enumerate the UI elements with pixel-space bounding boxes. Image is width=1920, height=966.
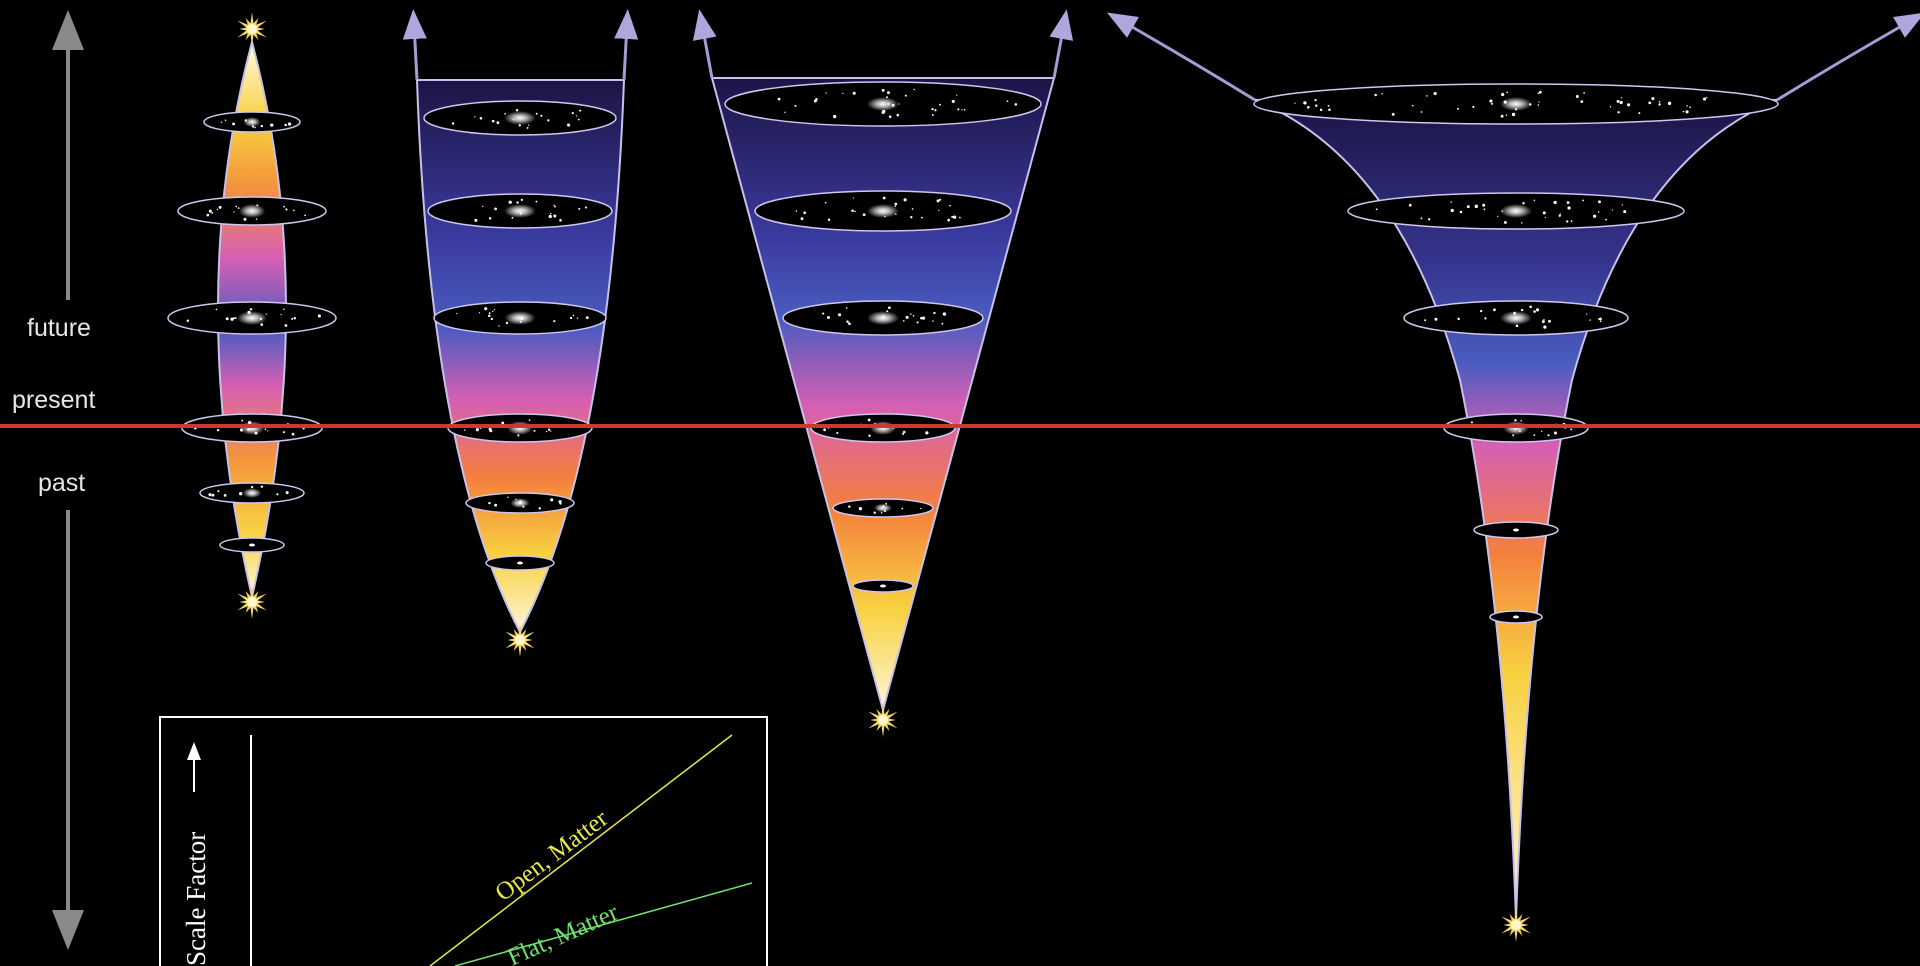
flash-star-icon xyxy=(237,12,267,46)
galaxy-disk xyxy=(485,555,555,571)
galaxy-disk xyxy=(782,300,984,336)
galaxy-disk xyxy=(832,498,934,518)
galaxy-disk xyxy=(199,482,305,504)
big-bang-flashes xyxy=(237,12,1531,942)
galaxy-disk xyxy=(1253,83,1779,125)
galaxy-disk xyxy=(167,301,337,335)
galaxy-disk xyxy=(465,492,575,514)
flash-star-icon xyxy=(237,585,267,619)
flash-star-icon xyxy=(505,623,535,657)
galaxy-disk xyxy=(423,100,617,136)
flash-star-icon xyxy=(868,703,898,737)
present-label: present xyxy=(12,386,96,414)
inset-arrowhead-icon xyxy=(187,742,201,760)
past-label: past xyxy=(38,469,86,497)
inset-frame xyxy=(159,716,768,966)
galaxy-disk xyxy=(1403,300,1629,336)
open-universe-model xyxy=(692,9,1074,714)
galaxy-disk xyxy=(203,111,301,133)
future-label: future xyxy=(27,314,91,342)
scale-factor-inset-graph: Scale Factor Open, Matter Flat, Matter xyxy=(159,716,768,966)
accelerating-universe-model xyxy=(1106,12,1920,921)
open-matter-curve xyxy=(429,734,733,966)
galaxy-disk xyxy=(724,81,1042,127)
galaxy-disk xyxy=(1347,192,1685,230)
galaxy-disk xyxy=(1489,610,1543,624)
galaxy-disk xyxy=(852,579,914,593)
galaxy-disk xyxy=(1473,521,1559,539)
galaxy-disk xyxy=(433,301,607,335)
inset-y-axis-label: Scale Factor xyxy=(181,832,211,966)
galaxy-disk xyxy=(754,190,1012,232)
flat-matter-curve xyxy=(454,882,753,966)
galaxy-disk xyxy=(177,196,327,226)
flash-star-icon xyxy=(1501,908,1531,942)
galaxy-disk xyxy=(219,537,285,553)
galaxy-disk xyxy=(427,193,613,229)
